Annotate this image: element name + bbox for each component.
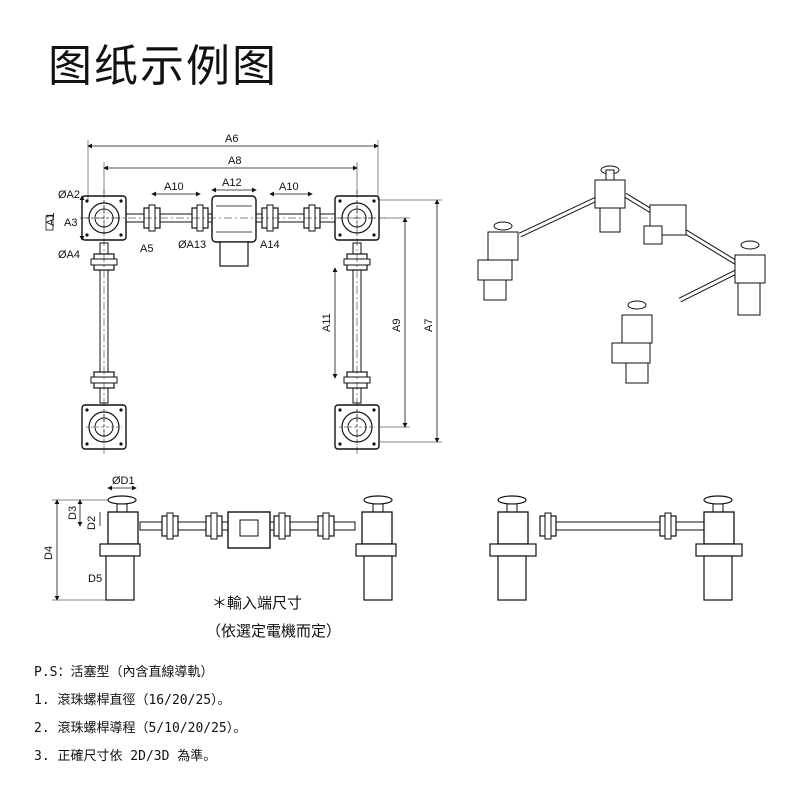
dim-a10-right: A10 [279,181,299,193]
dim-a11: A11 [321,313,333,332]
dim-a9: A9 [391,319,403,332]
input-size-note-detail: （依選定電機而定） [206,622,342,640]
dim-d4: D4 [43,546,55,560]
input-size-note: ＊輸入端尺寸 [212,594,303,612]
dim-a5: A5 [140,243,153,255]
note-2: 2. 滾珠螺桿導程（5/10/20/25）。 [34,721,247,736]
dim-a2: ØA2 [58,189,80,201]
dim-a3: A3 [64,217,77,229]
note-ps: P.S：活塞型（內含直線導軌） [34,665,214,680]
front-view: ØD1 D2 D3 D4 D5 [43,475,397,601]
note-1: 1. 滾珠螺桿直徑（16/20/25）。 [34,693,231,708]
side-view [489,495,743,601]
note-3: 3. 正確尺寸依 2D/3D 為準。 [34,749,217,764]
dim-a6: A6 [225,133,238,145]
dim-d2: D2 [86,516,98,530]
dim-a13: ØA13 [178,239,206,251]
dim-d1: ØD1 [112,475,135,487]
dim-a1: A1 [45,213,57,226]
dim-a7: A7 [423,319,435,332]
page-title: 图纸示例图 [48,41,278,92]
dim-a4: ØA4 [58,249,80,261]
dim-a12: A12 [222,177,242,189]
dim-a10-left: A10 [164,181,184,193]
dim-d3: D3 [67,506,79,520]
dim-d5: D5 [88,573,102,585]
top-view: A6 A8 A10 A12 A10 ØA2 A3 ØA4 A5 ØA13 A14… [45,133,442,455]
isometric-view [477,165,766,384]
dim-a14: A14 [260,239,280,251]
dim-a8: A8 [228,155,241,167]
